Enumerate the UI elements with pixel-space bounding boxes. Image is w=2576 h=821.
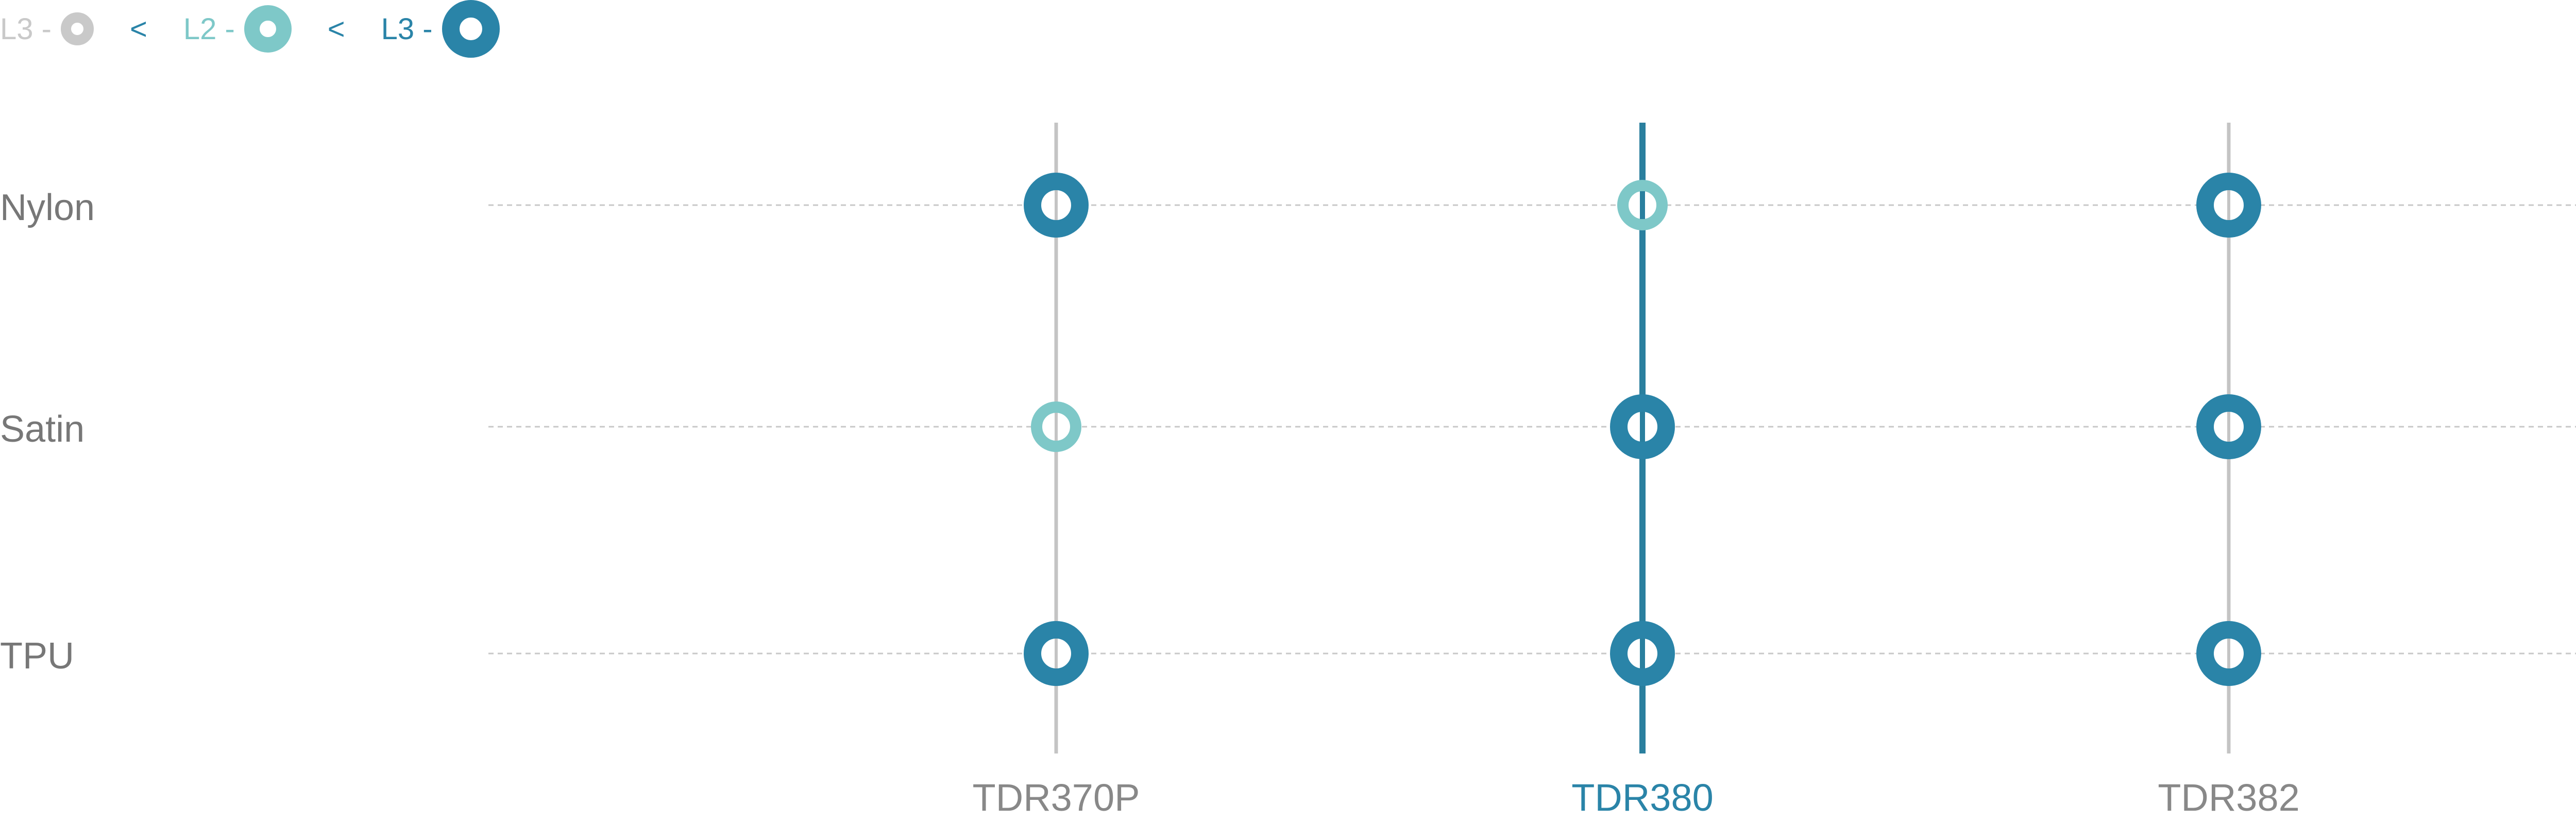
- legend-ring-large-icon: [442, 0, 500, 58]
- column-label-tdr380: TDR380: [1571, 776, 1714, 819]
- column-label-tdr382: TDR382: [2158, 776, 2300, 819]
- row-label-nylon: Nylon: [0, 187, 95, 228]
- marker-tdr370p-tpu: [1024, 621, 1089, 686]
- legend-label-l2: L2 -: [183, 12, 235, 46]
- marker-tdr380-tpu: [1610, 621, 1675, 686]
- legend: L3 - < L2 - < L3 -: [0, 0, 500, 58]
- marker-tdr382-nylon: [2196, 173, 2261, 238]
- marker-tdr370p-nylon: [1024, 173, 1089, 238]
- column-label-tdr370p: TDR370P: [973, 776, 1140, 819]
- legend-label-l3-light: L3 -: [0, 12, 52, 46]
- legend-ring-small-icon: [60, 12, 94, 45]
- row-label-tpu: TPU: [0, 635, 74, 677]
- legend-separator-1: <: [129, 12, 147, 46]
- legend-label-l3-dark: L3 -: [381, 12, 433, 46]
- legend-separator-2: <: [327, 12, 345, 46]
- marker-tdr382-satin: [2196, 394, 2261, 459]
- row-label-satin: Satin: [0, 409, 84, 450]
- marker-tdr380-nylon: [1617, 180, 1668, 230]
- marker-tdr380-satin: [1610, 394, 1675, 459]
- marker-tdr382-tpu: [2196, 621, 2261, 686]
- marker-tdr370p-satin: [1031, 401, 1081, 452]
